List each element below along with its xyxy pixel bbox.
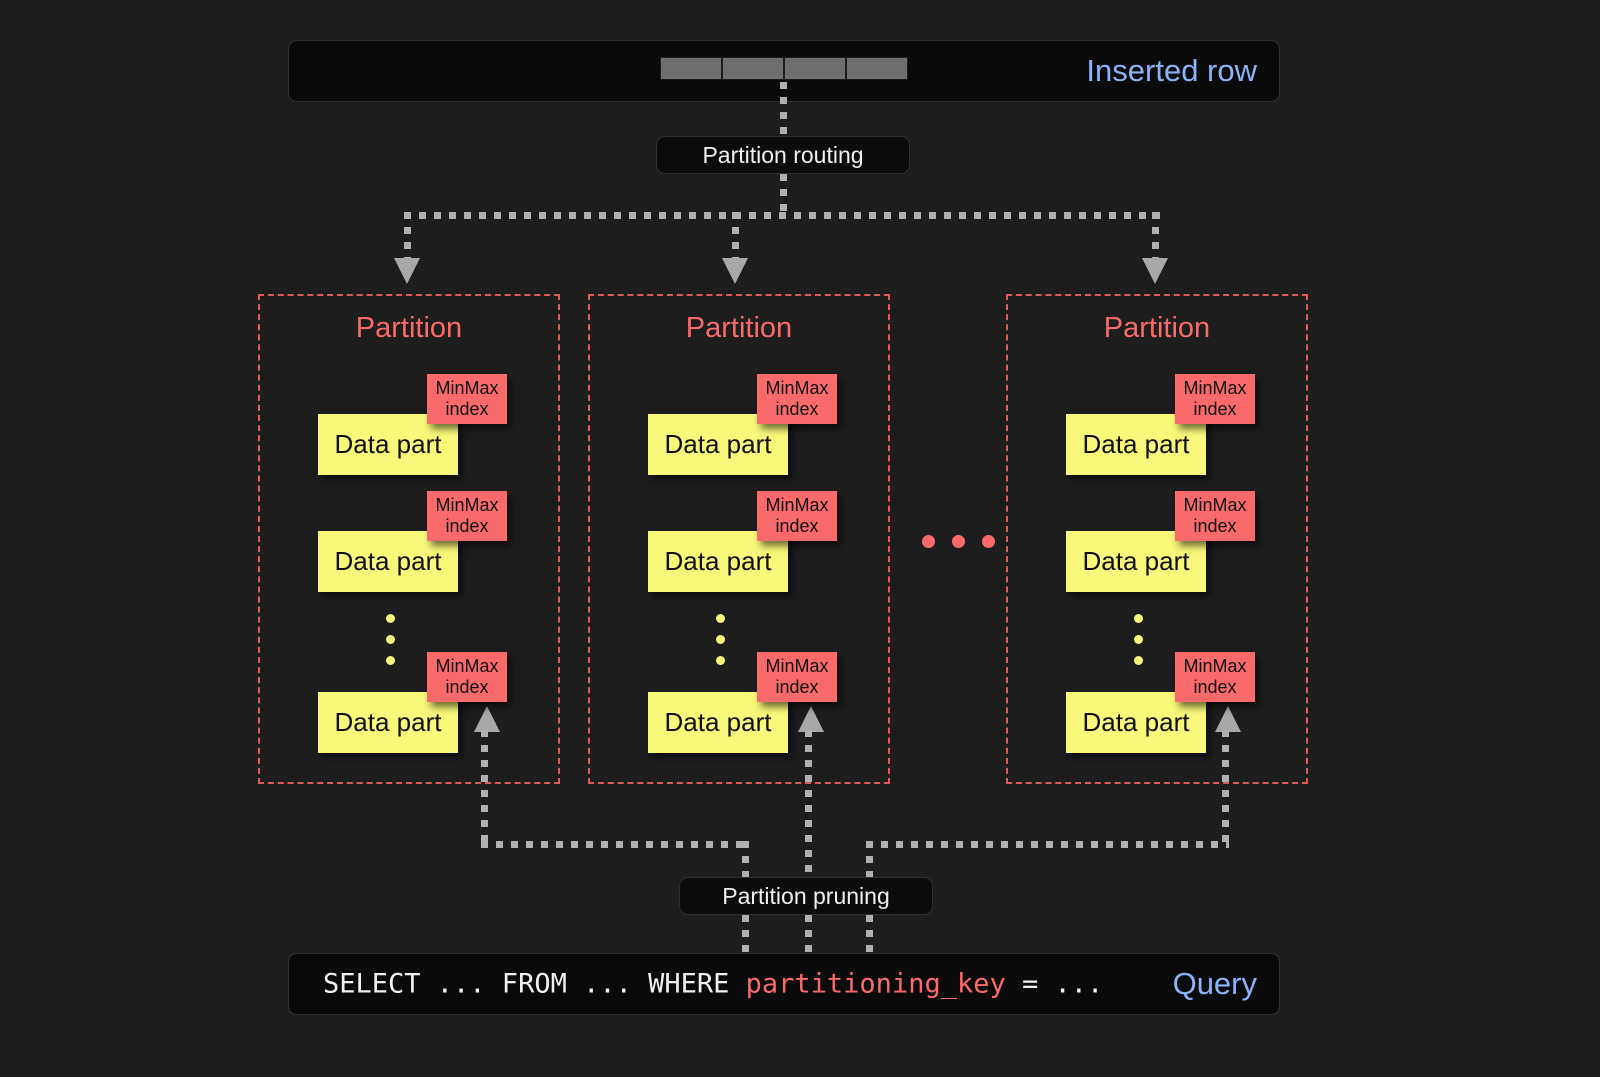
partition-title: Partition <box>355 312 463 344</box>
query-bar: SELECT ... FROM ... WHERE partitioning_k… <box>288 953 1280 1015</box>
arrow-into-partition-1-bottom <box>474 706 500 732</box>
query-partitioning-key: partitioning_key <box>745 968 1006 1000</box>
connector-pruning-drop-left <box>742 841 749 887</box>
data-part-ellipsis <box>1134 614 1143 677</box>
partition-ellipsis <box>922 535 1012 548</box>
ellipsis-dot <box>386 635 395 644</box>
arrow-into-partition-3 <box>1142 258 1168 284</box>
ellipsis-dot <box>386 656 395 665</box>
partition-pruning-label: Partition pruning <box>722 882 890 909</box>
query-statement: SELECT ... FROM ... WHERE partitioning_k… <box>323 969 1103 1000</box>
inserted-row-label: Inserted row <box>1086 53 1257 88</box>
routing-fanout-bus <box>404 212 1160 219</box>
data-part-label: Data part <box>1082 546 1190 576</box>
arrow-into-partition-2-bottom <box>798 706 824 732</box>
arrow-into-partition-2 <box>722 258 748 284</box>
connector-pruning-up-3 <box>1222 730 1229 848</box>
query-prefix: SELECT ... FROM ... WHERE <box>323 968 746 1000</box>
data-part-label: Data part <box>664 546 772 576</box>
connector-pruning-up-2 <box>805 730 812 887</box>
data-part-box[interactable]: Data part <box>318 414 458 475</box>
connector-pruning-drop-right <box>866 841 873 887</box>
connector-bus-to-partition-2 <box>732 212 739 262</box>
partition-title: Partition <box>685 312 793 344</box>
inserted-row-cells <box>660 57 908 80</box>
ellipsis-dot <box>386 614 395 623</box>
connector-pruning-bus-left <box>481 841 749 848</box>
data-part-label: Data part <box>334 707 442 737</box>
connector-pruning-to-query-right <box>866 915 873 953</box>
ellipsis-dot <box>922 535 935 548</box>
connector-pruning-to-query-center <box>805 915 812 953</box>
ellipsis-dot <box>716 614 725 623</box>
data-part-ellipsis <box>386 614 395 677</box>
data-part-box[interactable]: Data part <box>648 414 788 475</box>
inserted-row-cell <box>846 57 908 80</box>
inserted-row-cell <box>784 57 846 80</box>
data-part-box[interactable]: Data part <box>1066 531 1206 592</box>
ellipsis-dot <box>716 635 725 644</box>
query-label: Query <box>1172 966 1257 1001</box>
data-part-label: Data part <box>334 429 442 459</box>
connector-routing-to-bus <box>780 174 787 216</box>
connector-pruning-to-query-left <box>742 915 749 953</box>
data-part-box[interactable]: Data part <box>318 692 458 753</box>
connector-pruning-up-1 <box>481 730 488 848</box>
arrow-into-partition-1 <box>394 258 420 284</box>
ellipsis-dot <box>716 656 725 665</box>
data-part-box[interactable]: Data part <box>648 531 788 592</box>
connector-bus-to-partition-1 <box>404 212 411 262</box>
partition-routing-label: Partition routing <box>702 141 864 168</box>
data-part-box[interactable]: Data part <box>648 692 788 753</box>
data-part-label: Data part <box>1082 707 1190 737</box>
partition-pruning-pill[interactable]: Partition pruning <box>679 877 933 915</box>
data-part-box[interactable]: Data part <box>1066 414 1206 475</box>
data-part-label: Data part <box>664 707 772 737</box>
data-part-ellipsis <box>716 614 725 677</box>
data-part-label: Data part <box>1082 429 1190 459</box>
ellipsis-dot <box>982 535 995 548</box>
data-part-label: Data part <box>334 546 442 576</box>
ellipsis-dot <box>1134 635 1143 644</box>
connector-bus-to-partition-3 <box>1152 212 1159 262</box>
data-part-box[interactable]: Data part <box>318 531 458 592</box>
data-part-label: Data part <box>664 429 772 459</box>
connector-insert-to-routing <box>780 82 787 138</box>
ellipsis-dot <box>1134 614 1143 623</box>
partition-routing-pill[interactable]: Partition routing <box>656 136 910 174</box>
connector-pruning-bus-right <box>866 841 1229 848</box>
query-suffix: = ... <box>1005 968 1104 1000</box>
arrow-into-partition-3-bottom <box>1215 706 1241 732</box>
inserted-row-cell <box>722 57 784 80</box>
data-part-box[interactable]: Data part <box>1066 692 1206 753</box>
partition-title: Partition <box>1103 312 1211 344</box>
inserted-row-cell <box>660 57 722 80</box>
ellipsis-dot <box>952 535 965 548</box>
ellipsis-dot <box>1134 656 1143 665</box>
